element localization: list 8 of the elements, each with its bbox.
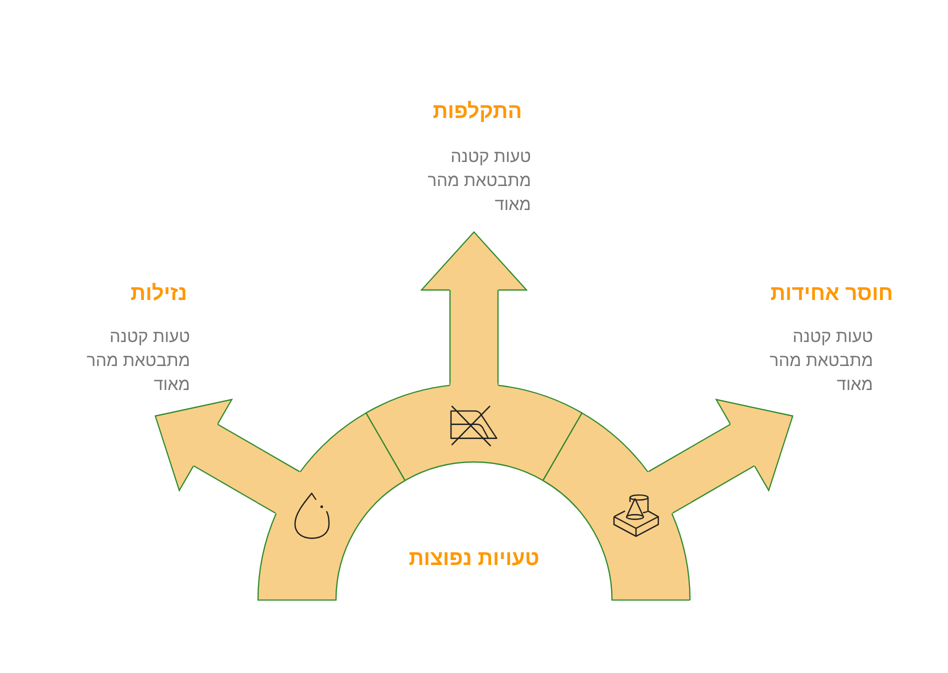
description-text: טעות קטנה מתבטאת מהר מאוד	[86, 326, 190, 396]
category-heading: חוסר אחידות	[770, 281, 893, 307]
category-heading: התקלפות	[432, 99, 522, 125]
description-text: טעות קטנה מתבטאת מהר מאוד	[768, 326, 873, 396]
category-heading: נזילות	[130, 281, 187, 307]
description-text: טעות קטנה מתבטאת מהר מאוד	[426, 146, 531, 216]
diagram-title: טעויות נפוצות	[408, 546, 540, 572]
arc-segment	[365, 383, 583, 482]
